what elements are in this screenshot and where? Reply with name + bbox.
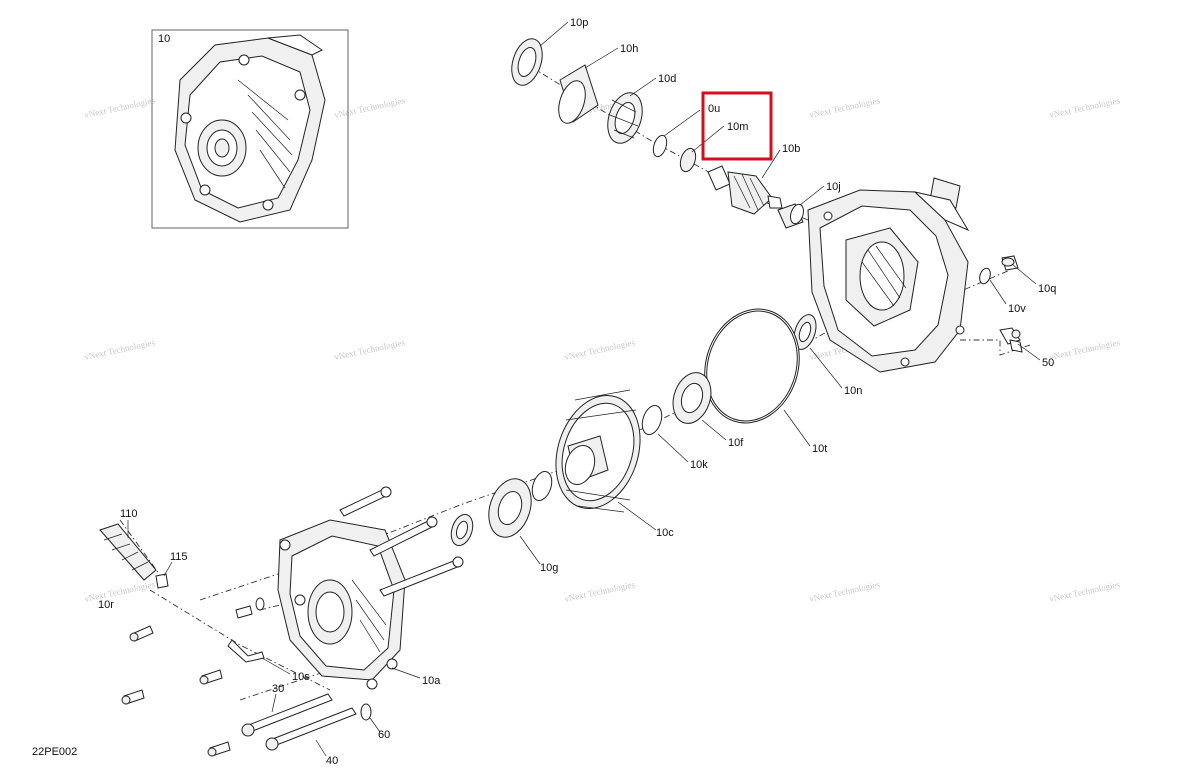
label-30: 30 [272,683,284,695]
watermark: vNext Technologies [1048,579,1121,604]
label-10s: 10s [292,671,310,683]
watermark: vNext Technologies [808,95,881,120]
label-10r: 10r [98,599,114,611]
part-10c-ring-gear [555,389,641,513]
diagram-code: 22PE002 [32,746,77,758]
part-10h-bearing-cup [558,64,599,124]
part-10n-seal [793,314,817,350]
watermark: vNext Technologies [563,337,636,362]
label-40: 40 [326,755,338,767]
watermark: vNext Technologies [83,95,156,120]
label-115: 115 [170,551,188,563]
part-10q-plug [1001,255,1019,271]
watermark: vNext Technologies [563,579,636,604]
label-10h: 10h [620,43,638,55]
label-10t: 10t [812,443,827,455]
highlight-box [701,91,773,161]
watermark: vNext Technologies [1048,337,1121,362]
label-10m: 10m [727,121,748,133]
label-50: 50 [1042,357,1054,369]
part-labels: 10p 10h 10d 0u 10m 10b 10j 10q 10v 50 10… [32,17,1056,767]
part-60-washer [360,703,372,721]
label-10b: 10b [782,143,800,155]
front-housing-long-bolts [339,486,464,597]
label-10g: 10g [540,562,558,574]
inset-assembly-10: 10 [151,29,349,229]
part-10k-shim [641,404,663,436]
inset-label: 10 [158,33,170,45]
label-10f: 10f [728,437,744,449]
part-0u-circlip [652,134,668,158]
watermark: vNext Technologies [1048,95,1121,120]
label-10q: 10q [1038,283,1056,295]
watermark: vNext Technologies [333,95,406,120]
label-10j: 10j [826,181,841,193]
part-110-boot [99,523,157,581]
watermark: vNext Technologies [83,579,156,604]
front-housing-10a [277,519,406,690]
leader-lines [127,21,1041,757]
part-50-fitting [999,327,1023,353]
part-10m-shim [679,147,697,173]
label-10a: 10a [422,675,441,687]
part-10t-o-ring [704,308,800,424]
part-30-long-bolt [241,693,333,737]
part-40-long-bolt [207,707,357,757]
part-10b-pinion-gear [707,165,783,215]
label-10v: 10v [1008,303,1026,315]
part-10r-screw [129,625,154,642]
watermark: vNext Technologies [333,337,406,362]
part-10v-washer [979,267,991,285]
rear-housing [807,189,970,373]
part-seal-ring [531,470,553,502]
label-110: 110 [120,508,138,520]
label-60: 60 [378,729,390,741]
assembled-housing-drawing [174,34,326,223]
part-10p-seal [511,38,543,86]
label-10c: 10c [656,527,674,539]
part-10s-breather-tube [227,639,265,663]
part-10d-bearing [607,92,643,144]
part-10g-bearing [488,478,532,538]
label-0u: 0u [708,103,720,115]
watermark: vNext Technologies [808,579,881,604]
part-115-fitting [155,573,169,589]
label-10n: 10n [844,385,862,397]
inset-frame [151,29,349,229]
label-10k: 10k [690,459,708,471]
part-small-screws [121,597,265,705]
label-10p: 10p [570,17,588,29]
watermark: vNext Technologies [83,337,156,362]
part-oil-seal [450,513,474,547]
label-10d: 10d [658,73,676,85]
part-10f-bearing [672,372,712,424]
